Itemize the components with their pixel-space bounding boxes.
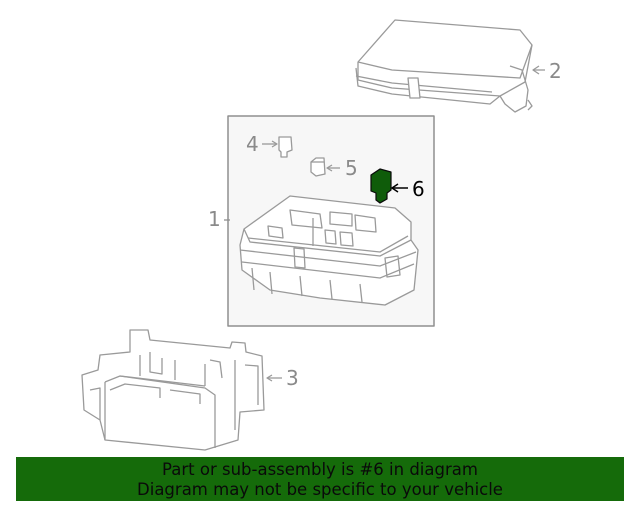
part-4-fuse[interactable] [262,136,293,158]
part-1-fuse-box[interactable] [239,195,419,306]
callout-3[interactable]: 3 [286,366,299,390]
callout-1[interactable]: 1 [208,207,221,231]
part-3-bracket[interactable] [81,329,265,451]
banner-line-1: Part or sub-assembly is #6 in diagram [162,460,478,479]
info-banner: Part or sub-assembly is #6 in diagram Di… [16,457,624,501]
part-6-relay-highlighted[interactable] [370,168,408,204]
callout-6[interactable]: 6 [412,177,425,201]
banner-line-2: Diagram may not be specific to your vehi… [137,480,503,499]
part-5-small-relay[interactable] [310,157,340,177]
part-2-cover[interactable] [355,19,545,113]
callout-5[interactable]: 5 [345,156,358,180]
callout-2[interactable]: 2 [549,59,562,83]
callout-4[interactable]: 4 [246,132,259,156]
